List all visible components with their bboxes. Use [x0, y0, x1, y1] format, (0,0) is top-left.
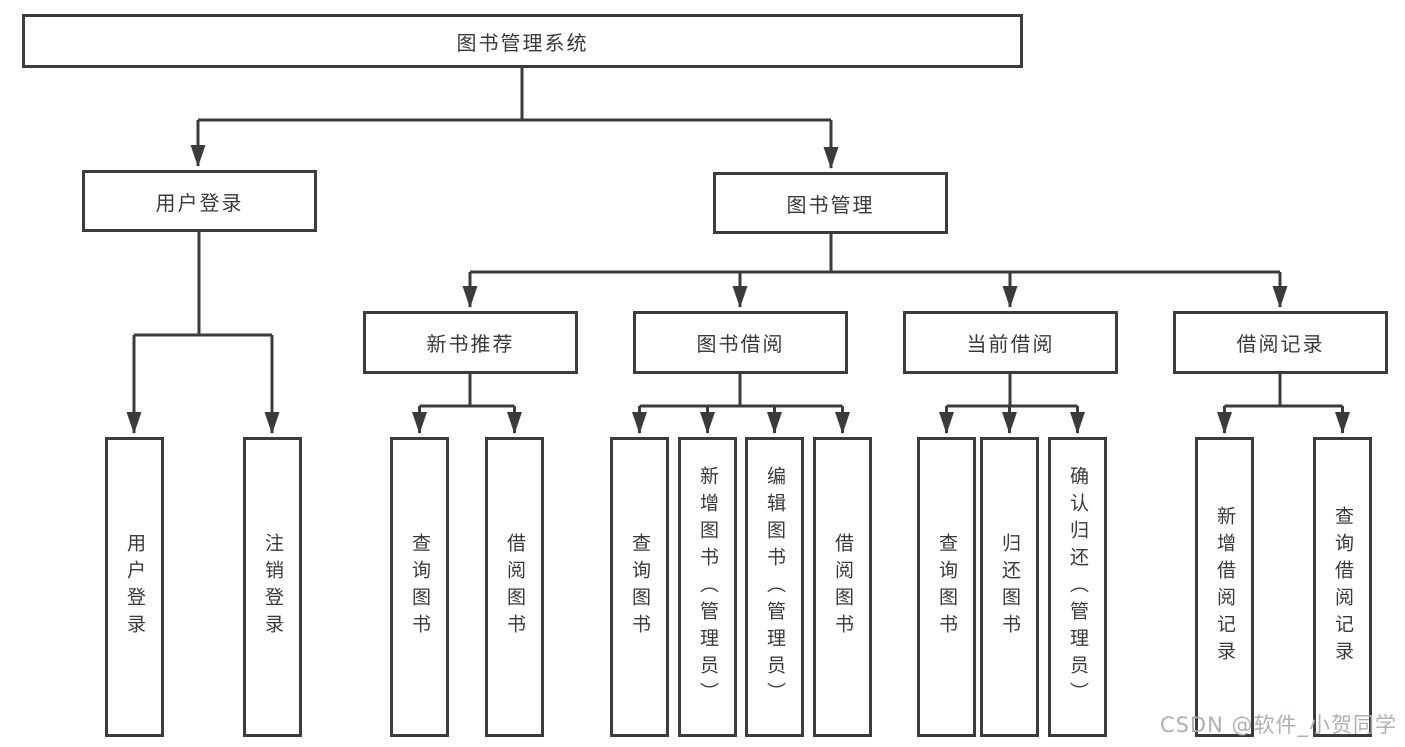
- leaf-add-book-admin-label: 新增图书（管理员）: [697, 465, 719, 709]
- node-new-book-recommend-label: 新书推荐: [426, 332, 515, 356]
- leaf-user-login-label: 用户登录: [124, 533, 146, 641]
- leaf-query-books-2: 查询图书: [610, 437, 669, 737]
- node-new-book-recommend: 新书推荐: [363, 311, 578, 374]
- leaf-logout-login: 注销登录: [243, 437, 302, 737]
- leaf-edit-book-admin: 编辑图书（管理员）: [745, 437, 804, 737]
- leaf-query-books-3: 查询图书: [917, 437, 976, 737]
- leaf-borrow-books-1-label: 借阅图书: [504, 533, 526, 641]
- leaf-user-login: 用户登录: [105, 437, 164, 737]
- node-user-login-label: 用户登录: [155, 190, 244, 215]
- node-book-borrow-label: 图书借阅: [696, 332, 785, 356]
- node-book-management: 图书管理: [713, 172, 948, 234]
- leaf-borrow-books-2-label: 借阅图书: [832, 533, 854, 641]
- node-current-borrow: 当前借阅: [903, 311, 1118, 374]
- leaf-return-book-label: 归还图书: [999, 533, 1021, 641]
- watermark: CSDN @软件_小贺同学: [1159, 713, 1397, 737]
- leaf-query-borrow-record: 查询借阅记录: [1313, 437, 1372, 737]
- leaf-query-books-1: 查询图书: [390, 437, 449, 737]
- leaf-confirm-return-admin: 确认归还（管理员）: [1048, 437, 1107, 737]
- leaf-query-books-3-label: 查询图书: [936, 533, 958, 641]
- leaf-borrow-books-2: 借阅图书: [813, 437, 872, 737]
- leaf-return-book: 归还图书: [980, 437, 1039, 737]
- node-book-borrow: 图书借阅: [633, 311, 848, 374]
- node-book-management-label: 图书管理: [786, 192, 875, 217]
- node-current-borrow-label: 当前借阅: [966, 332, 1055, 356]
- leaf-query-books-2-label: 查询图书: [629, 533, 651, 641]
- leaf-add-borrow-record: 新增借阅记录: [1195, 437, 1254, 737]
- node-user-login: 用户登录: [82, 170, 317, 232]
- leaf-add-book-admin: 新增图书（管理员）: [678, 437, 737, 737]
- leaf-borrow-books-1: 借阅图书: [485, 437, 544, 737]
- leaf-add-borrow-record-label: 新增借阅记录: [1214, 506, 1236, 668]
- leaf-logout-login-label: 注销登录: [262, 533, 284, 641]
- node-borrow-records: 借阅记录: [1173, 311, 1388, 374]
- leaf-edit-book-admin-label: 编辑图书（管理员）: [764, 465, 786, 709]
- node-borrow-records-label: 借阅记录: [1236, 332, 1325, 356]
- leaf-query-books-1-label: 查询图书: [409, 533, 431, 641]
- leaf-query-borrow-record-label: 查询借阅记录: [1332, 506, 1354, 668]
- node-root-system: 图书管理系统: [22, 14, 1023, 68]
- node-root-label: 图书管理系统: [456, 30, 589, 55]
- leaf-confirm-return-admin-label: 确认归还（管理员）: [1067, 465, 1089, 709]
